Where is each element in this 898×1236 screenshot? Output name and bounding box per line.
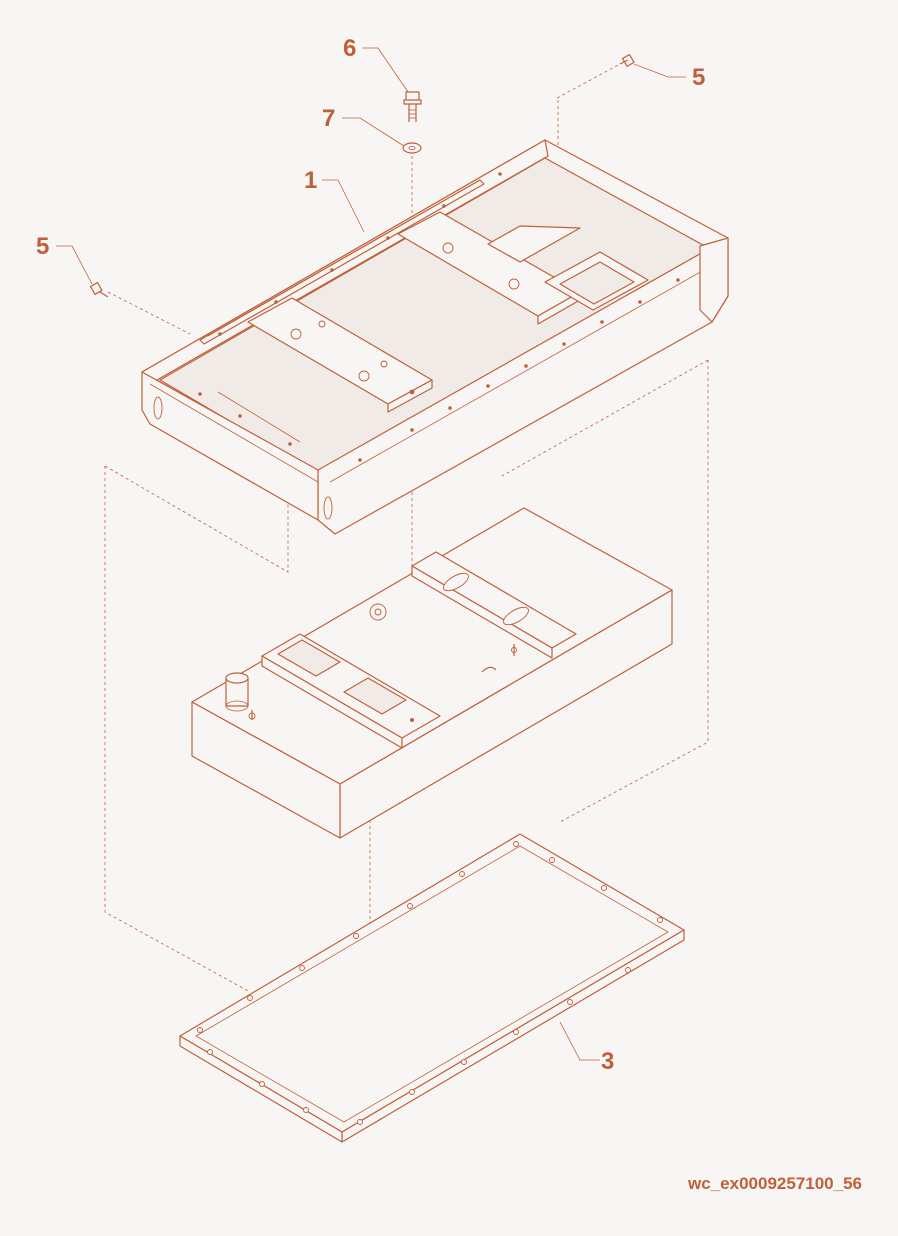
frame-holes [198, 172, 680, 462]
washer-icon [402, 142, 422, 154]
bolt-icon [403, 91, 422, 122]
screw-right-icon [619, 53, 635, 67]
callout-screw-right: 5 [692, 64, 705, 91]
callout-screw-left: 5 [36, 233, 49, 260]
screw-left-icon [89, 281, 109, 298]
leader-lines [56, 47, 686, 1061]
callout-frame: 1 [304, 167, 317, 194]
callout-base-plate: 3 [601, 1048, 614, 1075]
callout-bolt: 6 [343, 35, 356, 62]
base-plate-part-3 [179, 833, 685, 1143]
enclosure-box [191, 507, 673, 839]
callout-washer: 7 [322, 105, 335, 132]
document-id: wc_ex0009257100_56 [688, 1174, 862, 1193]
base-plate-holes [197, 841, 663, 1125]
frame-part-1 [141, 139, 729, 535]
